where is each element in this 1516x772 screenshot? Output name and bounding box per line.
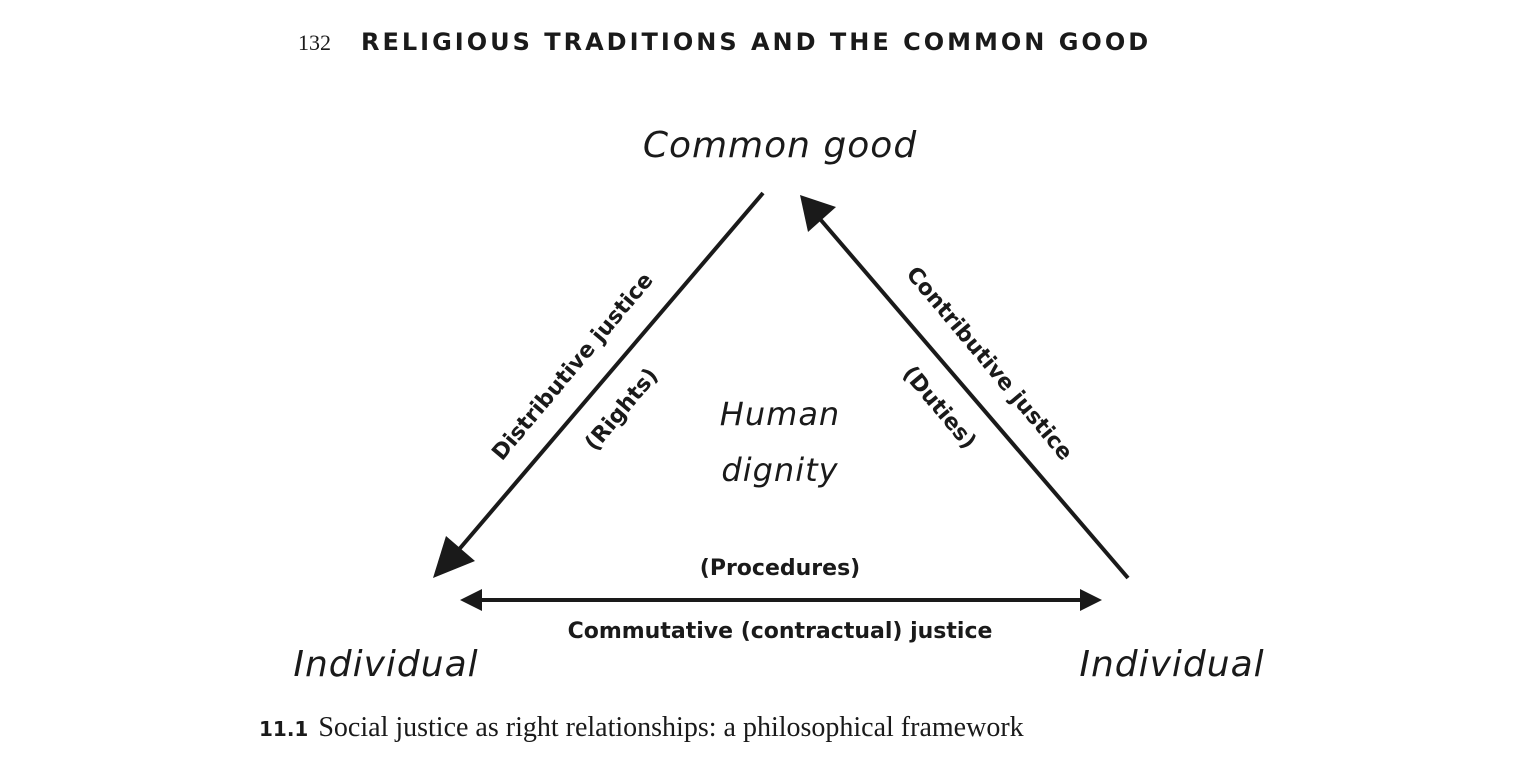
running-head: RELIGIOUS TRADITIONS AND THE COMMON GOOD: [361, 28, 1152, 56]
figure-number: 11.1: [259, 717, 309, 741]
contributive-justice-arrow: [800, 195, 1130, 580]
contributive-justice-label: Contributive justice: [901, 262, 1077, 465]
page-header: 132 RELIGIOUS TRADITIONS AND THE COMMON …: [298, 28, 1151, 60]
distributive-justice-label: Distributive justice: [487, 268, 658, 465]
distributive-justice-arrow: [433, 191, 765, 578]
page-number: 132: [298, 30, 331, 55]
node-individual-right: Individual: [1079, 644, 1264, 685]
duties-label: (Duties): [897, 361, 981, 454]
center-label-human: Human: [720, 395, 840, 433]
procedures-label: (Procedures): [700, 556, 860, 581]
figure-caption-text: Social justice as right relationships: a…: [318, 712, 1024, 743]
commutative-justice-arrow: [460, 589, 1102, 611]
commutative-justice-label: Commutative (contractual) justice: [568, 619, 993, 644]
node-common-good: Common good: [643, 125, 917, 166]
node-individual-left: Individual: [293, 644, 478, 685]
rights-label: (Rights): [580, 364, 663, 456]
center-label-dignity: dignity: [721, 451, 838, 489]
figure-caption: 11.1 Social justice as right relationship…: [259, 712, 1024, 744]
